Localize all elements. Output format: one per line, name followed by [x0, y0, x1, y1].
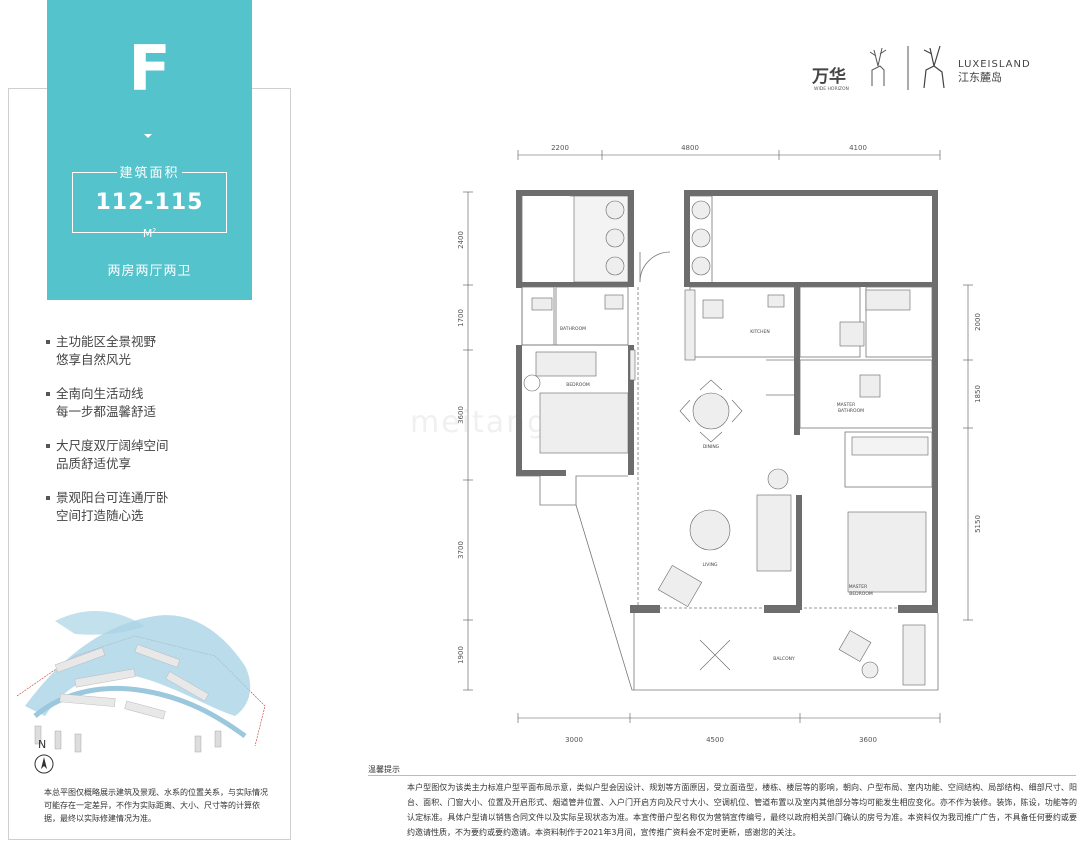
bullet-icon	[46, 444, 50, 448]
svg-text:2400: 2400	[457, 231, 465, 249]
bullet-icon	[46, 340, 50, 344]
svg-text:4100: 4100	[849, 144, 867, 152]
brand2-cn: 江东麓岛	[958, 70, 1002, 84]
brand2-en: LUXEISLAND	[958, 59, 1031, 70]
feature-line: 品质舒适优享	[56, 456, 132, 471]
svg-text:LIVING: LIVING	[702, 562, 718, 568]
north-label: N	[38, 738, 47, 751]
site-map-image	[16, 610, 266, 753]
feature-item: 主功能区全景视野 悠享自然风光	[46, 333, 156, 369]
room-labels: BATHROOM KITCHEN BEDROOM DINING MASTER B…	[560, 326, 873, 662]
north-arrow-icon	[34, 754, 54, 774]
svg-text:BALCONY: BALCONY	[773, 656, 795, 662]
feature-line: 悠享自然风光	[56, 352, 132, 367]
feature-line: 每一步都温馨舒适	[56, 404, 157, 419]
svg-text:1700: 1700	[457, 309, 465, 327]
fixtures	[523, 195, 929, 686]
svg-text:2000: 2000	[974, 313, 982, 331]
notice-divider	[368, 775, 1076, 776]
caret-down-icon	[144, 134, 152, 138]
feature-line: 景观阳台可连通厅卧	[56, 490, 169, 505]
brand1-en: WIDE HORIZON	[814, 86, 849, 92]
svg-text:1850: 1850	[974, 385, 982, 403]
svg-text:3700: 3700	[457, 541, 465, 559]
dining-chairs	[679, 379, 743, 671]
area-unit: M2	[142, 227, 157, 240]
svg-text:3600: 3600	[457, 406, 465, 424]
area-box	[72, 172, 227, 233]
feature-line: 全南向生活动线	[56, 386, 144, 401]
svg-text:BATHROOM: BATHROOM	[838, 408, 864, 414]
unit-summary-card: F 建筑面积 112-115 M2 两房两厅两卫	[47, 0, 252, 300]
feature-item: 大尺度双厅阔绰空间 品质舒适优享	[46, 437, 169, 473]
brand-logos: 万华 WIDE HORIZON LUXEISLAND 江东麓岛	[812, 45, 1031, 92]
layout-description: 两房两厅两卫	[107, 264, 192, 279]
feature-item: 全南向生活动线 每一步都温馨舒适	[46, 385, 156, 421]
dimension-lines	[463, 150, 973, 723]
svg-text:3000: 3000	[565, 736, 583, 744]
map-note: 本总平图仅概略展示建筑及景观、水系的位置关系，与实际情况可能存在一定差异，不作为…	[44, 788, 268, 823]
feature-line: 主功能区全景视野	[56, 334, 157, 349]
svg-text:1900: 1900	[457, 646, 465, 664]
walls	[516, 190, 938, 613]
deer-emblem-icon	[923, 45, 945, 89]
svg-text:BATHROOM: BATHROOM	[560, 326, 586, 332]
notice-title: 温馨提示	[368, 765, 400, 774]
wide-horizon-logo: 万华 WIDE HORIZON	[812, 47, 887, 92]
feature-line: 大尺度双厅阔绰空间	[56, 438, 169, 453]
area-value: 112-115	[95, 190, 204, 215]
notice-text: 本户型图仅为该类主力标准户型平面布局示意，类似户型会因设计、规划等方面原因，受立…	[407, 783, 1077, 837]
dimension-labels: 2200 4800 4100 3000 4500 3600 2400 1700 3600…	[457, 144, 982, 744]
feature-item: 景观阳台可连通厅卧 空间打造随心选	[46, 489, 169, 525]
svg-text:2200: 2200	[551, 144, 569, 152]
svg-text:3600: 3600	[859, 736, 877, 744]
svg-text:DINING: DINING	[703, 444, 720, 450]
unit-type-letter: F	[128, 32, 171, 105]
svg-text:4500: 4500	[706, 736, 724, 744]
svg-text:BEDROOM: BEDROOM	[566, 382, 590, 388]
svg-text:5150: 5150	[974, 515, 982, 533]
deer-icon	[869, 47, 887, 86]
luxeisland-logo: LUXEISLAND 江东麓岛	[923, 45, 1031, 89]
bullet-icon	[46, 496, 50, 500]
svg-text:KITCHEN: KITCHEN	[750, 329, 770, 335]
svg-text:BEDROOM: BEDROOM	[849, 591, 873, 597]
svg-text:4800: 4800	[681, 144, 699, 152]
svg-text:MASTER: MASTER	[837, 402, 856, 408]
feature-line: 空间打造随心选	[56, 508, 144, 523]
floor-plan: 2200 4800 4100 3000 4500 3600 2400 1700 3600…	[457, 144, 982, 744]
brand1-cn: 万华	[812, 66, 846, 87]
area-label: 建筑面积	[119, 166, 180, 181]
bullet-icon	[46, 392, 50, 396]
svg-text:MASTER: MASTER	[849, 584, 868, 590]
